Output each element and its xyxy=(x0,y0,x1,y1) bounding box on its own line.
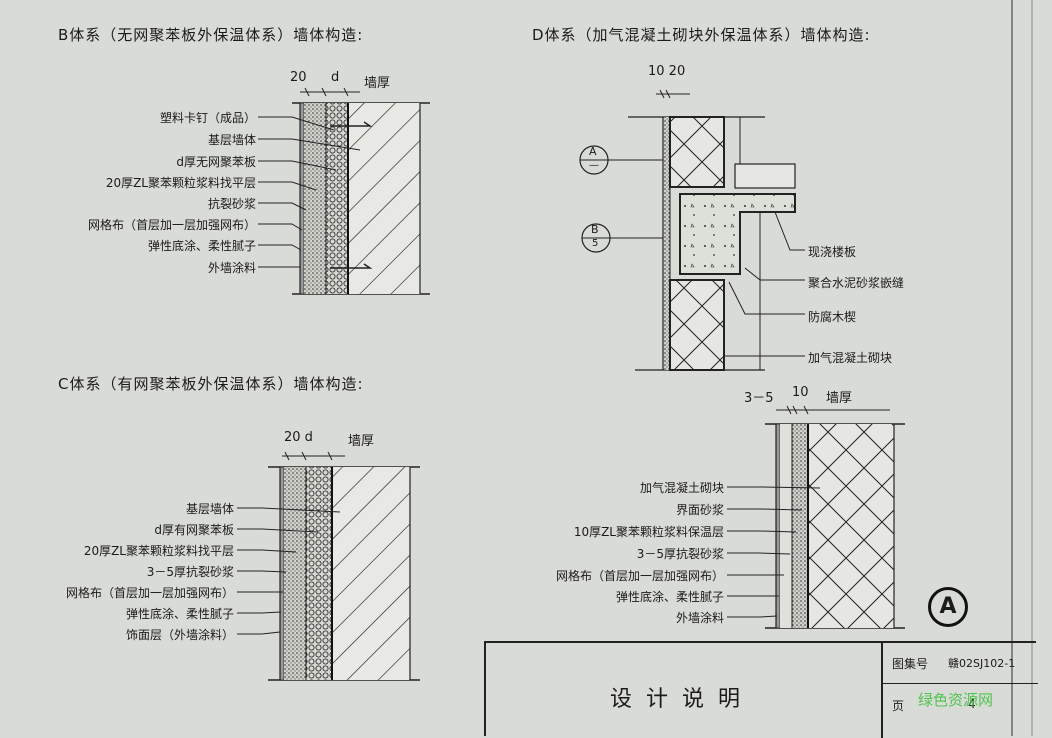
d-callout-a-top: A xyxy=(589,145,597,158)
page-number: 4 xyxy=(968,697,976,711)
d-label-3: 加气混凝土砌块 xyxy=(808,351,893,365)
e-wall-section xyxy=(727,405,905,629)
b-label-1: 基层墙体 xyxy=(207,133,256,147)
sheet-title: 设计说明 xyxy=(610,687,755,712)
b-dim-20: 20 xyxy=(290,70,307,85)
e-label-6: 外墙涂料 xyxy=(675,611,724,625)
b-label-3: 20厚ZL聚苯颗粒浆料找平层 xyxy=(105,176,256,190)
b-dim-d: d xyxy=(331,70,340,85)
e-dim-wall: 墙厚 xyxy=(826,391,853,406)
b-label-5: 网格布（首层加一层加强网布） xyxy=(87,218,256,232)
b-label-6: 弹性底涂、柔性腻子 xyxy=(147,239,256,253)
c-dim-wall: 墙厚 xyxy=(348,434,375,449)
b-label-2: d厚无网聚苯板 xyxy=(176,155,256,169)
c-dim-20d: 20 d xyxy=(284,430,313,445)
b-label-4: 抗裂砂浆 xyxy=(207,197,256,211)
c-label-2: 20厚ZL聚苯颗粒浆料找平层 xyxy=(83,544,234,558)
d-dim-10-20: 10 20 xyxy=(648,64,686,79)
e-label-3: 3－5厚抗裂砂浆 xyxy=(636,547,724,561)
e-dim-10: 10 xyxy=(792,385,809,400)
c-label-1: d厚有网聚苯板 xyxy=(154,523,234,537)
c-label-6: 饰面层（外墙涂料） xyxy=(125,628,234,642)
atlas-number-label: 图集号 xyxy=(892,657,929,671)
atlas-number: 赣02SJ102-1 xyxy=(948,657,1016,670)
d-label-0: 现浇楼板 xyxy=(808,245,857,259)
b-label-7: 外墙涂料 xyxy=(207,261,256,275)
e-label-0: 加气混凝土砌块 xyxy=(639,481,724,495)
e-label-2: 10厚ZL聚苯颗粒浆料保温层 xyxy=(573,525,724,539)
watermark: 绿色资源网 xyxy=(918,691,994,709)
e-label-1: 界面砂浆 xyxy=(675,503,724,517)
c-system-heading: C体系（有网聚苯板外保温体系）墙体构造: xyxy=(58,375,364,393)
e-dim-3-5: 3－5 xyxy=(744,391,774,406)
title-block-divider xyxy=(881,643,883,738)
b-wall-section xyxy=(258,87,430,295)
c-label-0: 基层墙体 xyxy=(185,502,234,516)
c-label-4: 网格布（首层加一层加强网布） xyxy=(65,586,234,600)
sheet-badge: A xyxy=(928,587,968,627)
e-label-4: 网格布（首层加一层加强网布） xyxy=(555,569,724,583)
e-label-5: 弹性底涂、柔性腻子 xyxy=(615,590,724,604)
d-callout-a-bottom: — xyxy=(589,160,599,171)
c-label-3: 3－5厚抗裂砂浆 xyxy=(146,565,234,579)
b-system-heading: B体系（无网聚苯板外保温体系）墙体构造: xyxy=(58,26,364,44)
d-label-2: 防腐木楔 xyxy=(808,310,857,324)
d-callout-b-bottom: 5 xyxy=(592,238,599,249)
d-wall-section xyxy=(579,89,805,371)
d-label-1: 聚合水泥砂浆嵌缝 xyxy=(808,276,905,290)
d-system-heading: D体系（加气混凝土砌块外保温体系）墙体构造: xyxy=(532,26,871,44)
c-wall-section xyxy=(237,451,420,681)
title-block-row-line xyxy=(881,683,1038,684)
d-callout-b-top: B xyxy=(591,223,599,236)
b-dim-wall: 墙厚 xyxy=(364,76,391,91)
title-block: 设计说明 图集号 赣02SJ102-1 页 4 绿色资源网 xyxy=(484,641,1038,738)
b-label-0: 塑料卡钉（成品） xyxy=(159,111,256,125)
page-label: 页 xyxy=(892,699,905,713)
c-label-5: 弹性底涂、柔性腻子 xyxy=(125,607,234,621)
